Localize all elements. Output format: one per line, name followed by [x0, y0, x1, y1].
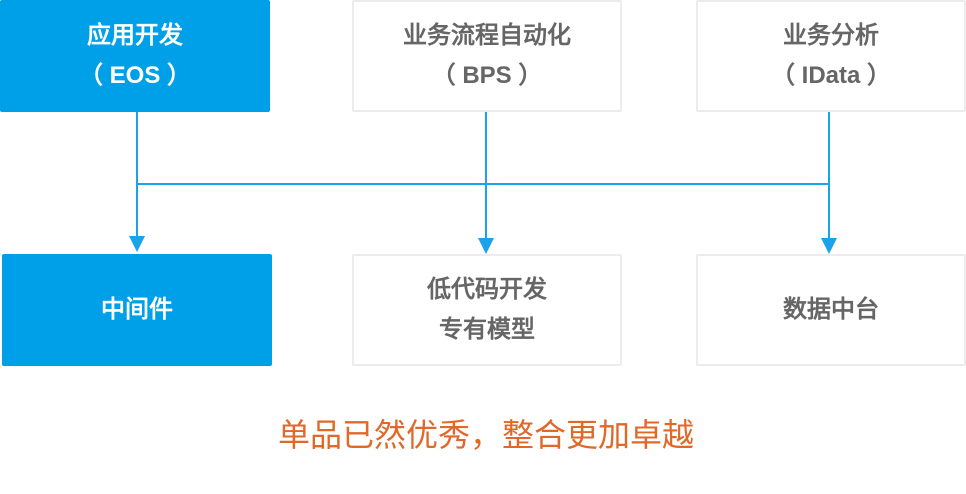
box-title: 业务分析 [783, 22, 879, 49]
arrow-down-icon [129, 236, 145, 252]
box-title: 低代码开发 [427, 276, 547, 303]
arrow-down-icon [478, 238, 494, 254]
box-title: 应用开发 [87, 22, 183, 49]
box-middleware: 中间件 [2, 254, 272, 366]
box-datacenter: 数据中台 [696, 254, 966, 366]
arrow-down-icon [821, 238, 837, 254]
box-subtitle: 专有模型 [439, 316, 535, 343]
box-title: 数据中台 [783, 296, 879, 323]
box-title: 业务流程自动化 [403, 22, 571, 49]
box-subtitle: （ IData ） [770, 62, 892, 89]
box-idata: 业务分析 （ IData ） [696, 0, 966, 112]
box-title: 中间件 [101, 296, 173, 323]
box-eos: 应用开发 （ EOS ） [0, 0, 270, 112]
tagline: 单品已然优秀，整合更加卓越 [277, 417, 694, 453]
box-lowcode: 低代码开发 专有模型 [352, 254, 622, 366]
box-subtitle: （ BPS ） [431, 62, 543, 89]
box-bps: 业务流程自动化 （ BPS ） [352, 0, 622, 112]
box-subtitle: （ EOS ） [78, 62, 192, 89]
